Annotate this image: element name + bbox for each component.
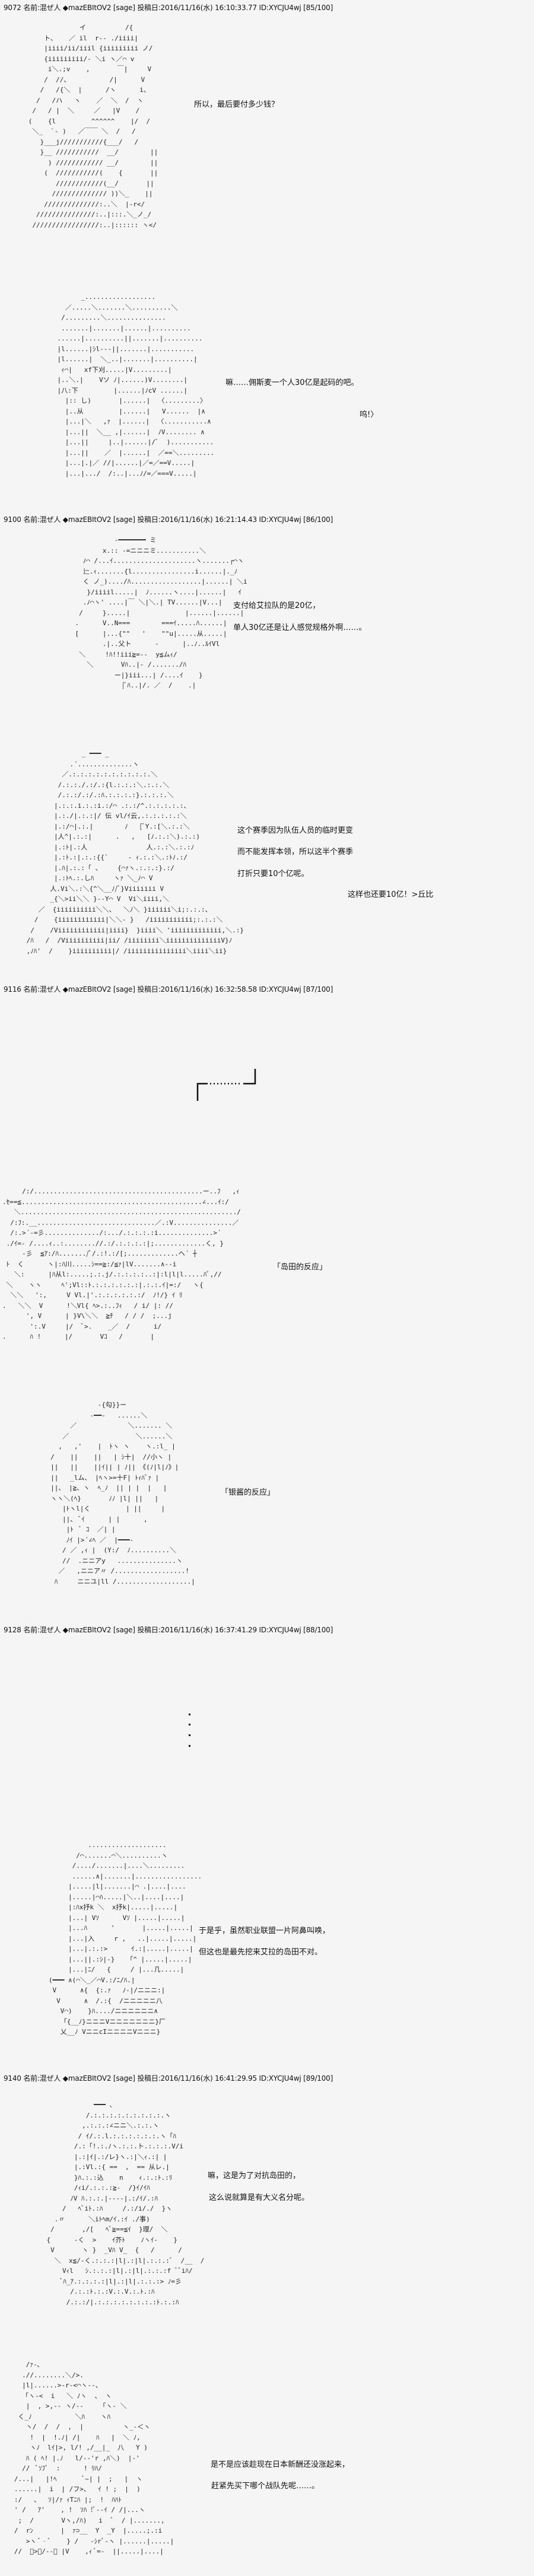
ascii-art: /ｧ-､ .//........＼/>. |l|......>‐r‐<⌒ヽ‐‐、… [14, 2361, 174, 2555]
dialogue-line: 支付给艾拉队的是20亿， [233, 601, 320, 610]
post-header: 9140 名前:混ぜ人 ◆mazEBItOV2 [sage] 投稿日:2016/… [4, 2074, 333, 2083]
dialogue-line: 「岛田的反应」 [273, 1263, 328, 1272]
ellipsis-dot [189, 1745, 190, 1747]
ellipsis-dot [189, 1724, 190, 1725]
ascii-art: /:/.....................................… [2, 1187, 241, 1340]
dialogue-line: 呜!〉 [360, 410, 379, 419]
dialogue-line: 这么说就算是有大义名分呢。 [209, 2193, 310, 2202]
dialogue-line: 但这也是最先挖来艾拉的岛田不对。 [199, 1948, 323, 1957]
ascii-art: イ /{ ト、 ／ il r‐- ./iiii| |iiii/ii/iiil {… [28, 24, 158, 229]
post-header: 9128 名前:混ぜ人 ◆mazEBItOV2 [sage] 投稿日:2016/… [4, 1626, 333, 1634]
dialogue-line: 嘛，这是为了对抗岛田的， [208, 2171, 301, 2180]
dialogue-line: 打折只要10个亿呢。 [237, 870, 309, 878]
ascii-art: _.................. ／.....＼.......＼.....… [57, 293, 215, 477]
ascii-art: _ ━━━ _ .´..............ヽ ／.:.:.:.:.:.:.… [26, 750, 244, 955]
ascii-art: ━━━ 、 /.:.:.:.:.:.:.:.:.:.ヽ ,.:.:.:∠ニニ＼.… [46, 2101, 205, 2306]
dialogue-line: 所以，最后要付多少钱？ [194, 100, 279, 109]
ascii-art: -{勾}}ー -━━- ......＼ ／ ＼....... ＼ ／ ＼....… [50, 1401, 195, 1585]
dialogue-line: 「银酱的反应」 [221, 1488, 275, 1497]
dialogue-line: 而不能发挥本领，所以这半个赛季 [237, 848, 354, 856]
ellipsis-dot [189, 1714, 190, 1715]
post-header: 9100 名前:混ぜ人 ◆mazEBItOV2 [sage] 投稿日:2016/… [4, 515, 333, 524]
dialogue-line: 这个赛季因为队伍人员的临时更变 [237, 826, 354, 835]
dialogue-line: 是不是应该趁现在日本新酬还没涨起来， [211, 2460, 350, 2469]
post-header: 9116 名前:混ぜ人 ◆mazEBItOV2 [sage] 投稿日:2016/… [4, 985, 333, 994]
dialogue-line: 于是乎，虽然职业联盟一片阿鼻叫唤， [199, 1927, 330, 1935]
dialogue-line: 单人30亿还是让人感觉规格外啊……。 [233, 623, 367, 632]
ascii-art: .................... /⌒.......⌒＼........… [48, 1841, 202, 2036]
scene-transition-bracket [196, 1069, 256, 1101]
dialogue-line: 这样也还要10亿！>丘比 [348, 890, 434, 899]
dialogue-line: 嘛……佣斯麦一个人30亿是起码的吧。 [225, 378, 359, 387]
ellipsis-dot [189, 1734, 190, 1736]
ascii-art: -━━━━━━━ ミ x.:: -=ニニニミ...........＼ ﾉ⌒ /.… [75, 536, 247, 689]
dialogue-line: 赶紧先买下哪个战队先呢……。 [211, 2482, 320, 2491]
post-header: 9072 名前:混ぜ人 ◆mazEBItOV2 [sage] 投稿日:2016/… [4, 4, 333, 12]
